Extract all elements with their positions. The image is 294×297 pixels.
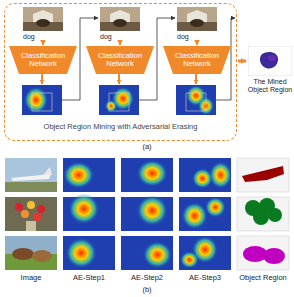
mined-mask — [248, 46, 292, 76]
input-image: dog — [23, 7, 63, 41]
column-label: Image — [2, 273, 60, 282]
result-label: The Mined Object Region — [247, 78, 293, 94]
class-label: dog — [177, 32, 217, 41]
column-label: AE-Step2 — [118, 273, 176, 282]
dog-photo — [23, 7, 63, 31]
network-label: Classification Network — [163, 52, 231, 69]
network-label: Classification Network — [86, 52, 154, 69]
network-box: Classification Network — [86, 46, 154, 74]
network-label: Classification Network — [9, 52, 77, 69]
mined-region: The Mined Object Region — [247, 46, 293, 94]
dog-photo — [100, 7, 140, 31]
input-image: dog — [177, 7, 217, 41]
network-box: Classification Network — [9, 46, 77, 74]
class-label: dog — [100, 32, 140, 41]
input-image: dog — [100, 7, 140, 41]
panel-label: (b) — [0, 285, 294, 294]
flow-arrow — [42, 42, 44, 45]
heatmap-images — [22, 85, 216, 115]
column-label: AE-Step3 — [176, 273, 234, 282]
panel-label: (a) — [0, 142, 294, 151]
column-label: AE-Step1 — [60, 273, 118, 282]
dog-photo — [177, 7, 217, 31]
flow-arrow — [238, 60, 246, 63]
flow-arrow — [119, 42, 121, 45]
result-grid — [5, 158, 289, 270]
class-label: dog — [23, 32, 63, 41]
flow-arrow — [196, 42, 198, 45]
network-box: Classification Network — [163, 46, 231, 74]
region-title: Object Region Mining with Adversarial Er… — [5, 122, 236, 131]
column-label: Object Region — [233, 273, 293, 282]
mining-region: Object Region Mining with Adversarial Er… — [4, 3, 237, 141]
